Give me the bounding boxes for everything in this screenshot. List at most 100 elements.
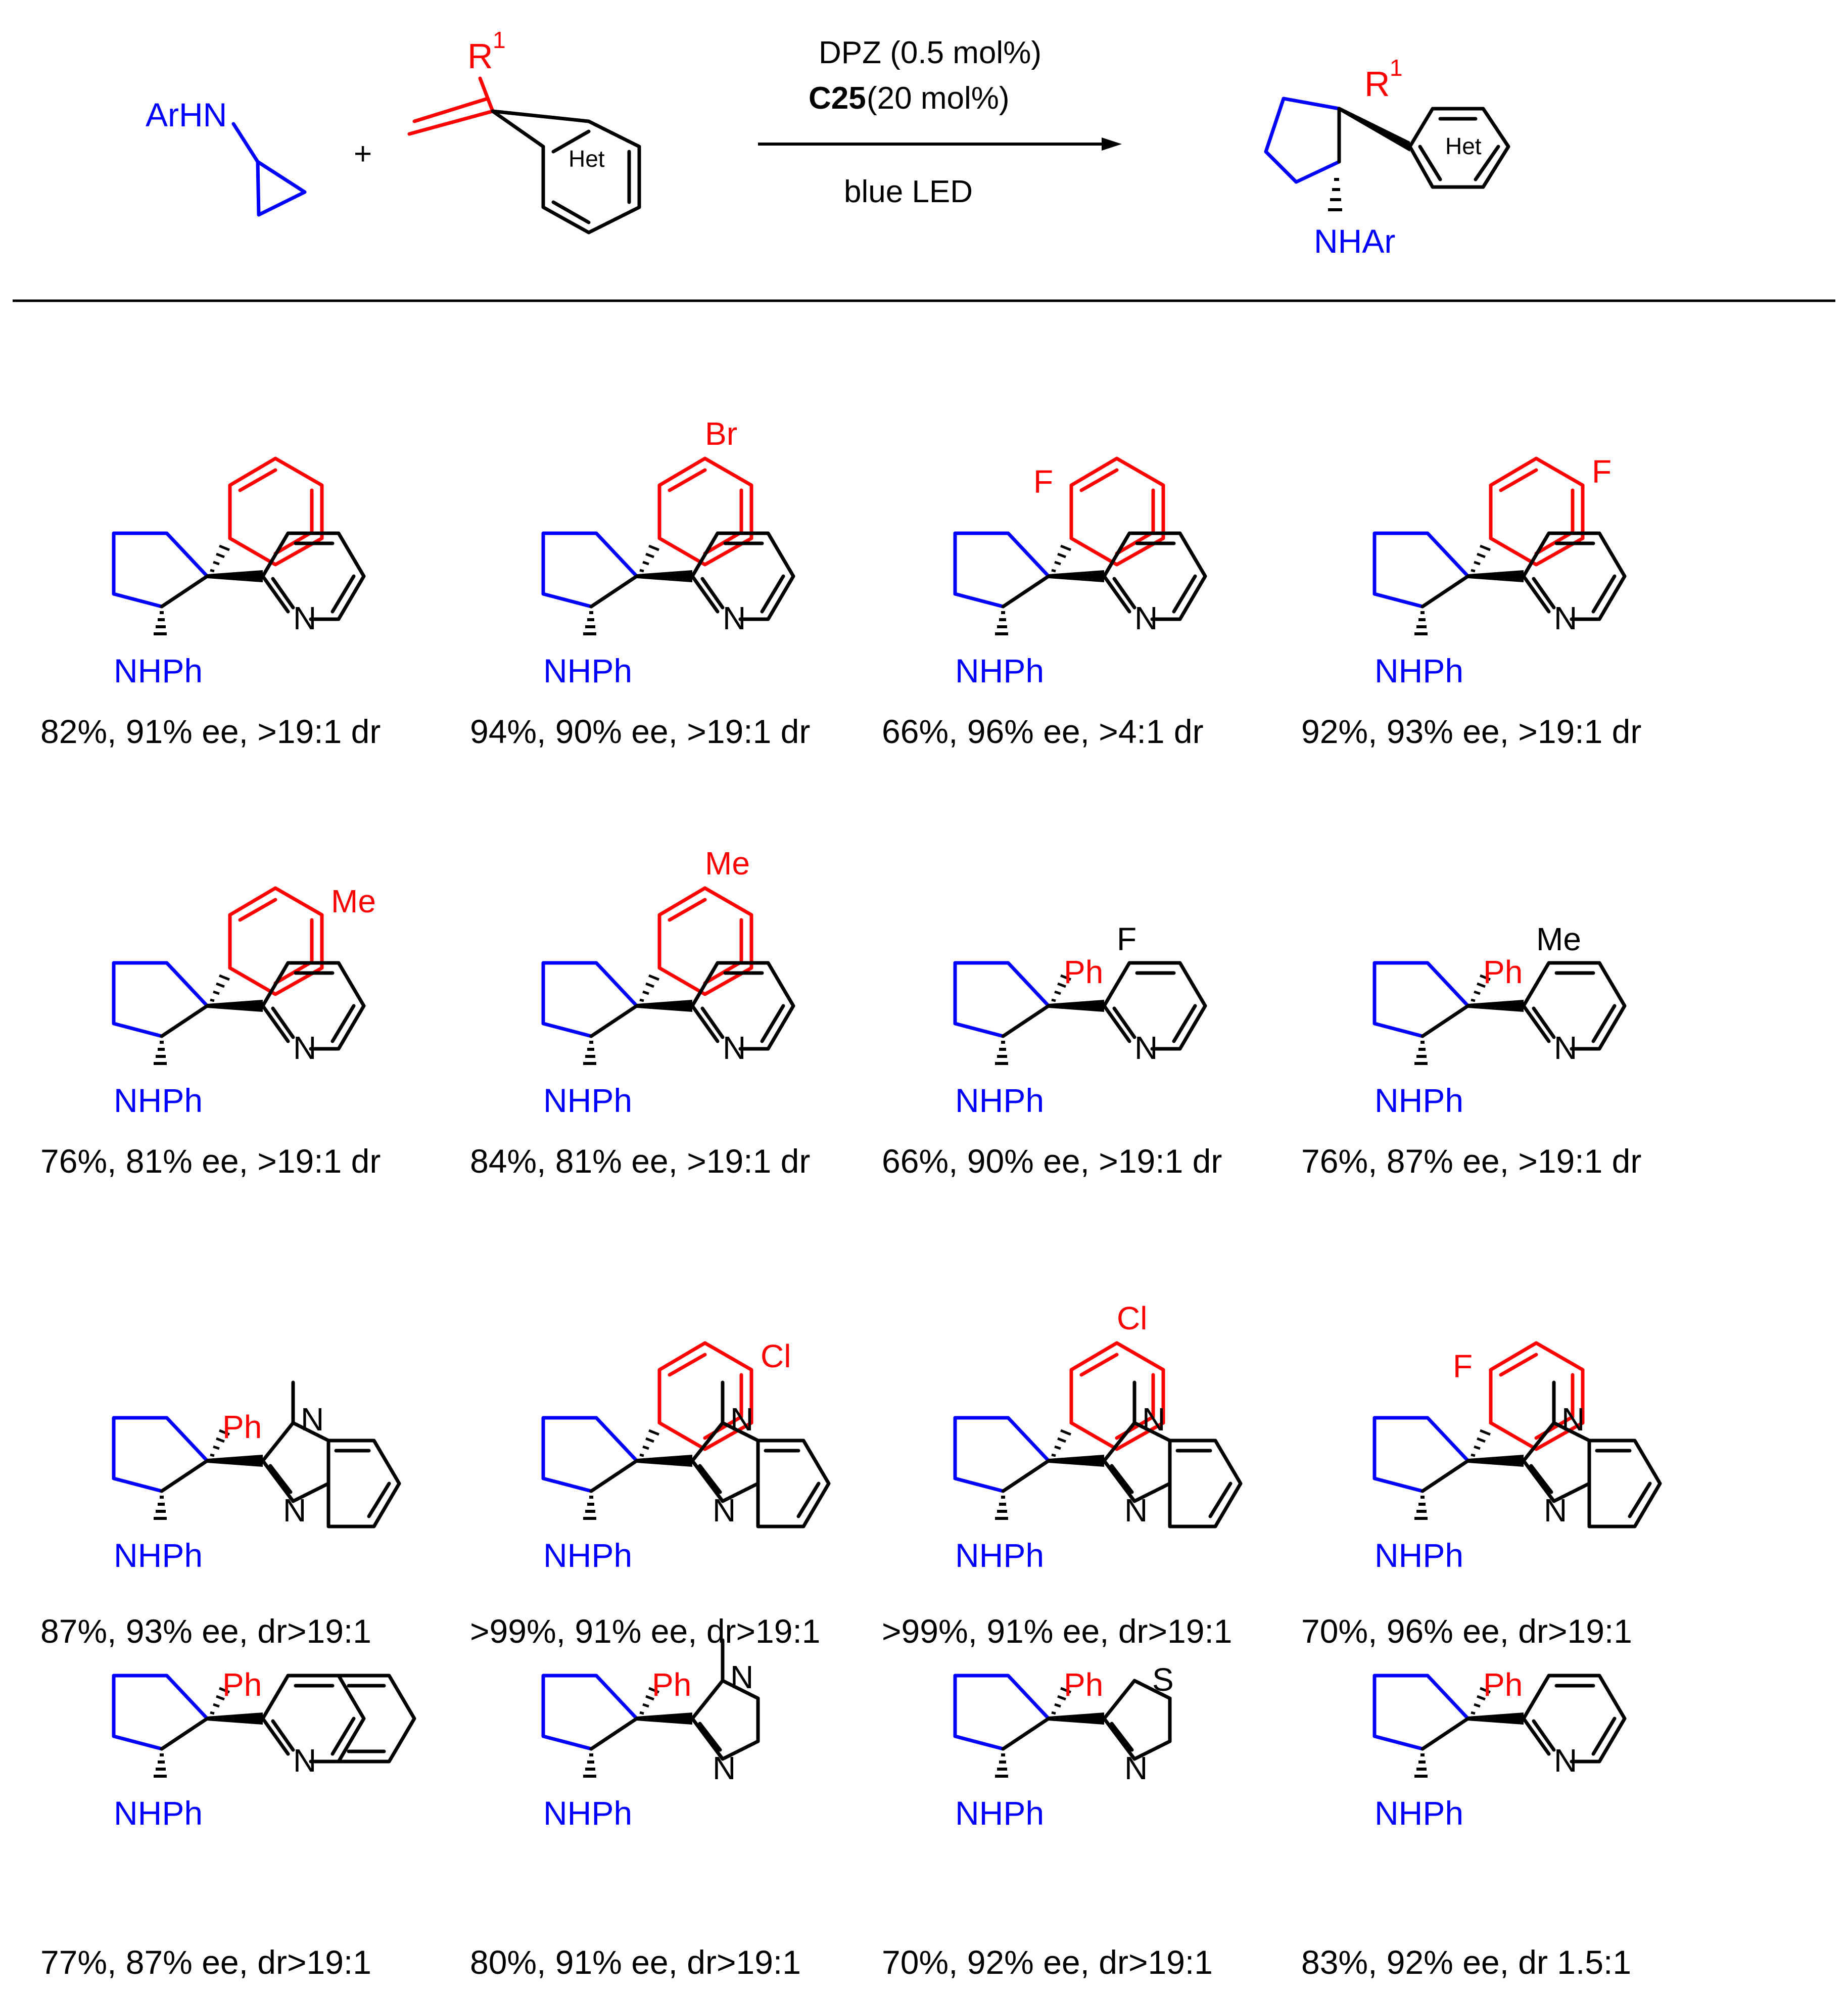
aryl-ring: F [1453,1343,1583,1449]
result-caption: 77%, 87% ee, dr>19:1 [40,1943,371,1981]
result-caption: 70%, 96% ee, dr>19:1 [1301,1612,1632,1650]
heteroaryl-ring: N [1524,533,1625,636]
amine-label: NHPh [955,1794,1044,1832]
aryl-substituent: Cl [1117,1300,1147,1336]
aryl-ring: F [1491,453,1612,565]
cyclopentane-core: NHPh BrN [543,415,793,689]
heteroaryl-ring: N [692,963,793,1066]
ring-nitrogen: N [1554,600,1577,636]
alkene-het-label: Het [568,146,605,172]
cyclopropane-ring [231,122,307,217]
amine-label: NHPh [543,652,632,689]
amine-label: NHPh [1375,652,1463,689]
ring-nitrogen: N [1554,1742,1577,1779]
heteroaryl-ring: N [263,1674,416,1779]
amine-label: NHPh [1375,1537,1463,1574]
aryl-ring [230,458,322,565]
result-caption: 83%, 92% ee, dr 1.5:1 [1301,1943,1631,1981]
ring-nitrogen-methyl: N [730,1659,753,1695]
amine-label: NHPh [543,1082,632,1119]
alkene-r-label: R [467,36,493,76]
aryl-ring: Br [659,415,751,565]
aryl-ring: Me [659,845,751,994]
cyclopentane-core: NHPh PhN [114,1666,416,1832]
phenyl-label: Ph [222,1666,262,1703]
amine-label: NHPh [114,1537,203,1574]
phenyl-label: Ph [1064,1666,1103,1703]
ring-sulfur: S [1152,1661,1174,1698]
aryl-ring: Me [230,883,376,994]
phenyl-label: Ph [1064,954,1103,990]
product-r-sup: 1 [1390,55,1403,81]
heteroaryl-ring: NN [261,1380,401,1528]
aryl-substituent: Br [705,415,737,452]
aryl-ring: Cl [659,1338,791,1449]
ring-nitrogen: N [1134,1030,1158,1066]
amine-label: NHPh [1375,1794,1463,1832]
result-caption: 84%, 81% ee, >19:1 dr [470,1142,810,1180]
cyclopentane-core: NHPh FN [1375,453,1625,689]
product-16: NHPh PhN 83%, 92% ee, dr 1.5:1 [1301,1666,1631,1981]
phenyl-label: Ph [1483,1666,1523,1703]
cyclopentane-core: NHPh PhN [1375,1666,1625,1832]
heteroaryl-ring: NN [690,1380,831,1528]
amine-label: NHPh [543,1794,632,1832]
heteroaryl-ring: SN [1102,1661,1174,1786]
product-amine-label: NHAr [1314,222,1395,260]
aryl-substituent: Me [705,845,750,882]
condition-light: blue LED [844,174,973,209]
ring-nitrogen: N [723,600,746,636]
ring-nitrogen: N [713,1750,736,1786]
cyclopentane-core: NHPh MeN [543,845,793,1119]
phenyl-label: Ph [222,1409,262,1445]
arrow-head-icon [1102,137,1122,151]
product-13: NHPh PhN 77%, 87% ee, dr>19:1 [40,1666,416,1981]
aryl-substituent: F [1453,1348,1473,1384]
ring-nitrogen-methyl: N [1142,1401,1165,1438]
generic-product: R 1 Het NHAr [1264,55,1510,260]
phenyl-label: Ph [652,1666,691,1703]
heteroaryl-ring: NF [1104,921,1205,1066]
product-het-label: Het [1445,133,1482,159]
heteroaryl-ring: NN [1522,1380,1662,1528]
result-caption: >99%, 91% ee, dr>19:1 [470,1612,821,1650]
ring-nitrogen: N [713,1492,736,1528]
amine-label: NHPh [114,1794,203,1832]
heteroaryl-ring: NMe [1524,921,1625,1066]
ring-nitrogen: N [1124,1750,1148,1786]
pyridine-substituent: Me [1536,921,1581,957]
alkene-reactant: R 1 Het [407,27,641,235]
product-12: NHPh F NN 70%, 96% ee, dr>19:1 [1301,1343,1662,1650]
result-caption: 92%, 93% ee, >19:1 dr [1301,713,1641,750]
result-caption: 87%, 93% ee, dr>19:1 [40,1612,371,1650]
alkene-r-sup: 1 [493,27,506,53]
reactant-amine-label: ArHN [146,96,227,133]
result-caption: 76%, 81% ee, >19:1 dr [40,1142,381,1180]
result-caption: 70%, 92% ee, dr>19:1 [882,1943,1213,1981]
heteroaryl-ring: NN [690,1638,760,1786]
condition-cocatalyst-loading: (20 mol%) [867,81,1010,116]
ring-nitrogen: N [723,1030,746,1066]
amine-label: NHPh [955,1082,1044,1119]
product-6: NHPh MeN 84%, 81% ee, >19:1 dr [470,845,810,1180]
ring-nitrogen-methyl: N [1561,1401,1585,1438]
aryl-ring: F [1033,458,1163,565]
heteroaryl-ring: N [263,533,364,636]
result-caption: 94%, 90% ee, >19:1 dr [470,713,810,750]
